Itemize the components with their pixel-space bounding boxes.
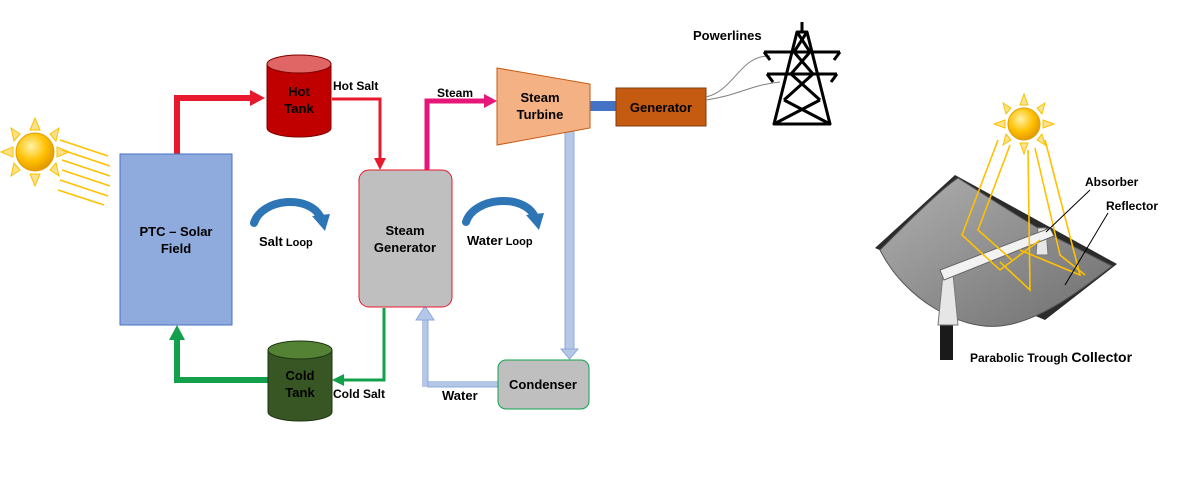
hot-tank-label-line2: Tank xyxy=(284,101,314,116)
hot-salt-label: Hot Salt xyxy=(333,79,378,93)
steam-turbine-label-line1: Steam xyxy=(520,90,559,105)
collector-title: Parabolic Trough Collector xyxy=(970,349,1133,365)
parabolic-trough-collector-illustration xyxy=(875,139,1117,360)
ptc-solar-field: PTC – Solar Field xyxy=(119,153,233,326)
hot-salt-flow-arrow xyxy=(174,90,265,154)
absorber-label: Absorber xyxy=(1085,175,1139,189)
water-label: Water xyxy=(442,388,478,403)
sun-icon-right xyxy=(992,92,1056,156)
ptc-label-line2: Field xyxy=(161,241,191,256)
steam-generator-label-line2: Generator xyxy=(374,240,436,255)
cold-salt-label: Cold Salt xyxy=(333,387,385,401)
hot-tank-label-line1: Hot xyxy=(288,84,310,99)
transmission-tower-icon xyxy=(762,22,842,126)
water-loop-arrow-icon xyxy=(462,196,544,230)
ptc-label-line1: PTC – Solar xyxy=(140,224,213,239)
steam-label: Steam xyxy=(437,86,473,100)
steam-flow-arrow xyxy=(424,94,497,170)
hot-salt-to-generator-arrow xyxy=(332,97,386,170)
steam-turbine-label-line2: Turbine xyxy=(517,107,564,122)
condenser-box: Condenser xyxy=(497,359,590,410)
cold-salt-flow-arrow xyxy=(332,308,386,386)
water-loop-label: Water Loop xyxy=(467,233,533,248)
powerlines-label: Powerlines xyxy=(693,28,762,43)
sun-icon-left xyxy=(0,116,71,188)
cold-tank-label-line1: Cold xyxy=(286,368,315,383)
cold-tank: Cold Tank xyxy=(267,340,333,422)
generator-label: Generator xyxy=(630,100,692,115)
salt-loop-label: Salt Loop xyxy=(259,234,313,249)
steam-generator-label-line1: Steam xyxy=(385,223,424,238)
steam-generator: Steam Generator xyxy=(358,169,453,308)
steam-turbine: Steam Turbine xyxy=(496,67,591,146)
cold-salt-return-arrow xyxy=(169,325,268,383)
hot-tank: Hot Tank xyxy=(266,54,332,138)
condenser-label: Condenser xyxy=(509,377,577,392)
reflector-label: Reflector xyxy=(1106,199,1158,213)
sun-rays-left xyxy=(57,139,111,206)
cold-tank-label-line2: Tank xyxy=(285,385,315,400)
powerline-wires xyxy=(705,55,781,101)
turbine-shaft xyxy=(590,101,616,111)
salt-loop-arrow-icon xyxy=(250,197,330,231)
generator-box: Generator xyxy=(615,87,707,127)
water-flow-arrow xyxy=(415,305,498,388)
turbine-to-condenser-arrow xyxy=(559,127,580,360)
